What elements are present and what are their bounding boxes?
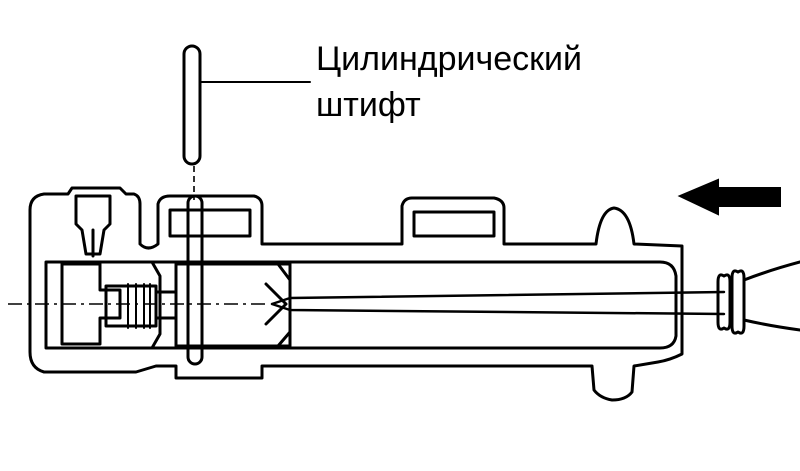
spring-coils [127,283,151,329]
push-rod [270,290,726,316]
primary-piston-groove [264,282,288,326]
handle-ring-1 [716,273,732,331]
reservoir-port-left [168,208,252,238]
secondary-piston [60,262,122,346]
cylinder-body-outline [28,186,684,402]
cylindrical-pin-inserted [186,194,204,366]
cylinder-bore [44,260,678,350]
label-line-1: Цилиндрический [316,40,582,78]
spring-holder [104,284,158,328]
primary-piston [174,262,292,348]
secondary-piston-seal [138,260,162,350]
handle-ring-2 [730,269,746,335]
reservoir-port-right [412,210,496,238]
arrow-left-icon [677,178,781,216]
handle-grip [742,260,800,332]
check-valve [74,194,112,256]
label-line-2: штифт [316,86,421,124]
cylindrical-pin-label: Цилиндрический штифт [316,36,582,128]
cylindrical-pin-separate [182,44,202,166]
